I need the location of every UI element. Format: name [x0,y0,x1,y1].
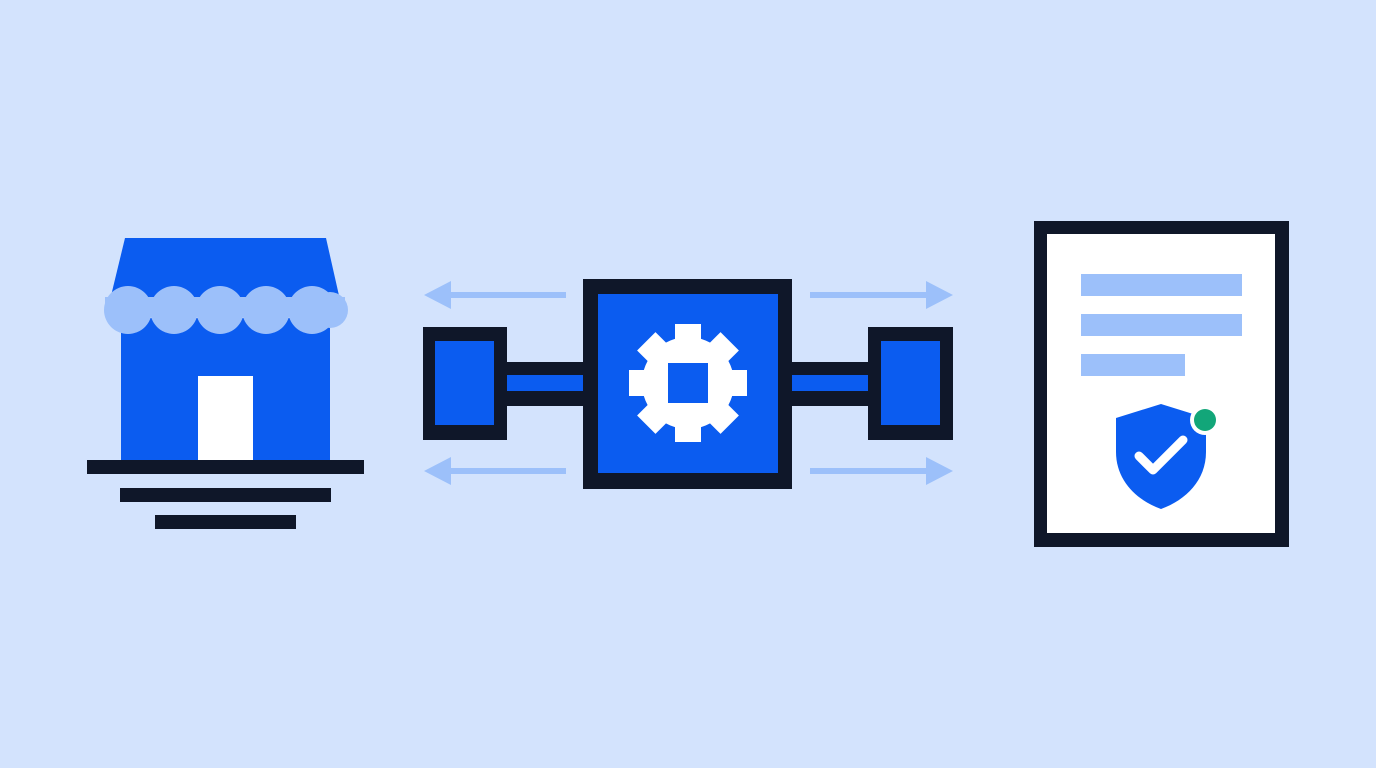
awning-scallop [104,286,152,334]
storefront-icon [87,238,364,529]
endpoint-left-inner [435,341,494,425]
arrow-right-icon [810,457,953,485]
arrow-left-icon [424,457,566,485]
awning-scallop [312,292,348,328]
connector-bar-right-inner [792,375,870,391]
awning-scallop [196,286,244,334]
ground-line-1 [87,460,364,474]
awning-scallop [242,286,290,334]
ground-line-2 [120,488,331,502]
connector-bar-left-inner [506,375,584,391]
store-door [198,376,253,462]
flow-arrows [424,281,953,485]
endpoint-right-inner [881,341,940,425]
verified-shield-icon [1116,404,1220,509]
document-line-3 [1081,354,1185,376]
document-line-1 [1081,274,1242,296]
connector-hub [423,279,953,489]
document-line-2 [1081,314,1242,336]
gear-center [668,363,708,403]
store-awning [104,238,348,334]
status-dot [1194,409,1216,431]
checkmark-icon [1134,435,1188,475]
arrow-left-icon [424,281,566,309]
awning-scallops [104,286,348,334]
document-icon [1034,221,1289,547]
awning-top [110,238,340,300]
ground-line-3 [155,515,296,529]
arrow-right-icon [810,281,953,309]
awning-scallop [150,286,198,334]
